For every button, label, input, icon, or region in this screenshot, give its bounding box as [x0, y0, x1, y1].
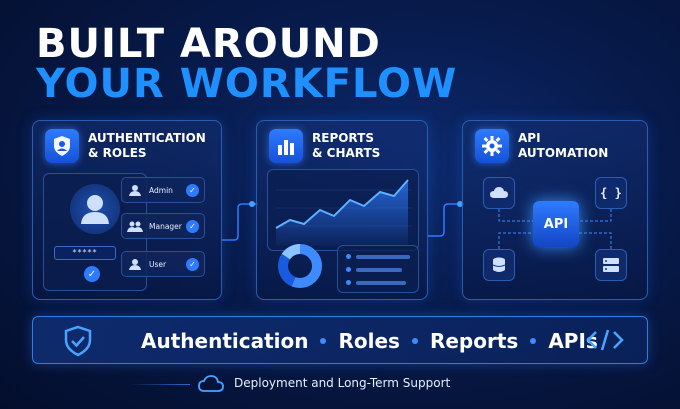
login-check-icon: ✓ — [84, 266, 100, 282]
reports-charts-panel: REPORTS & CHARTS — [256, 120, 428, 300]
legend-dot — [346, 280, 351, 285]
api-cube: API — [533, 201, 579, 247]
legend-list-card — [337, 245, 419, 293]
shield-check-icon — [64, 325, 92, 357]
role-label: Admin — [149, 185, 173, 195]
cloud-icon — [483, 177, 515, 209]
headline-line-2: YOUR WORKFLOW — [36, 61, 458, 107]
code-braces-icon: { } — [595, 177, 627, 209]
cloud-icon — [198, 375, 224, 392]
shield-user-icon — [45, 129, 79, 163]
password-field[interactable]: ***** — [54, 246, 116, 260]
feature-authentication: Authentication — [141, 329, 309, 353]
legend-dot — [346, 254, 351, 259]
separator-dot — [411, 338, 418, 344]
server-icon — [595, 249, 627, 281]
feature-roles: Roles — [338, 329, 400, 353]
gear-icon — [475, 129, 509, 163]
auth-roles-panel: AUTHENTICATION & ROLES ***** ✓ Admin ✓ M… — [32, 120, 222, 300]
role-label: Manager — [149, 221, 182, 231]
line-chart-card — [267, 169, 419, 251]
users-icon — [127, 218, 143, 234]
reports-panel-title: REPORTS & CHARTS — [312, 131, 381, 160]
auth-panel-header: AUTHENTICATION & ROLES — [45, 129, 206, 163]
bar-chart-icon — [269, 129, 303, 163]
connector-line-1 — [222, 201, 258, 241]
reports-panel-header: REPORTS & CHARTS — [269, 129, 380, 163]
api-automation-panel: API AUTOMATION { } API — [462, 120, 648, 300]
separator-dot — [530, 338, 537, 344]
user-icon — [81, 195, 109, 224]
role-user[interactable]: User ✓ — [121, 251, 205, 277]
user-icon — [127, 256, 143, 272]
auth-panel-title: AUTHENTICATION & ROLES — [88, 131, 206, 160]
line-chart — [275, 179, 412, 246]
features-list: Authentication Roles Reports APIs — [141, 329, 598, 353]
features-bar: Authentication Roles Reports APIs — [32, 316, 648, 364]
support-line: Deployment and Long-Term Support — [130, 372, 490, 396]
code-icon — [586, 329, 624, 351]
check-icon: ✓ — [186, 219, 199, 233]
api-panel-header: API AUTOMATION — [475, 129, 608, 163]
role-label: User — [149, 259, 167, 269]
check-icon: ✓ — [186, 183, 199, 197]
role-manager[interactable]: Manager ✓ — [121, 213, 205, 239]
legend-row — [356, 255, 410, 259]
user-badge-icon — [127, 182, 143, 198]
legend-row — [356, 268, 402, 272]
legend-dot — [346, 267, 351, 272]
separator-dot — [320, 338, 327, 344]
donut-chart — [278, 244, 322, 288]
headline-line-1: BUILT AROUND — [36, 21, 381, 67]
legend-row — [356, 281, 406, 285]
avatar — [70, 184, 120, 234]
connector-line-2 — [428, 201, 464, 237]
divider-left — [130, 384, 190, 385]
feature-reports: Reports — [429, 329, 519, 353]
database-icon — [483, 249, 515, 281]
check-icon: ✓ — [186, 257, 199, 271]
donut-chart-card — [275, 241, 335, 295]
support-text: Deployment and Long-Term Support — [234, 376, 451, 390]
api-network-lines — [498, 209, 612, 249]
api-panel-title: API AUTOMATION — [518, 131, 609, 160]
role-admin[interactable]: Admin ✓ — [121, 177, 205, 203]
